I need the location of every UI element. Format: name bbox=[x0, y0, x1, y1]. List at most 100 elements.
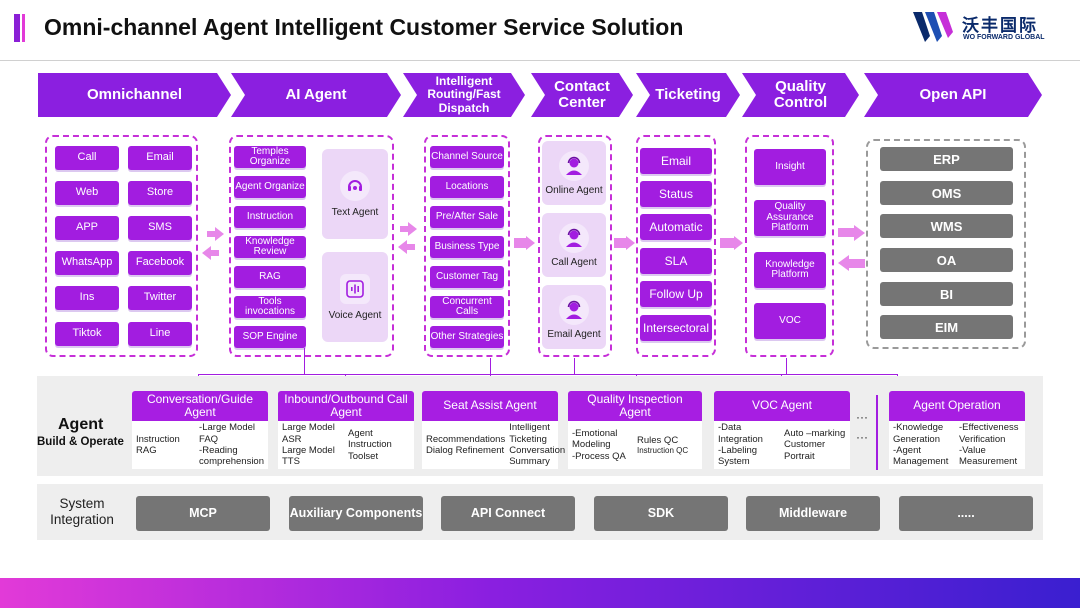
agent-module-title[interactable]: Conversation/Guide Agent bbox=[132, 391, 268, 421]
system-item[interactable]: SDK bbox=[594, 496, 728, 531]
channel-email[interactable]: Email bbox=[128, 146, 192, 170]
connector-line bbox=[304, 348, 305, 374]
ticketing-item[interactable]: Status bbox=[640, 181, 712, 207]
agent-module-title[interactable]: Seat Assist Agent bbox=[422, 391, 558, 421]
ellipsis-text: ··· bbox=[856, 430, 868, 444]
agent-module-column: -Data Integration-Labeling System bbox=[718, 422, 780, 468]
agent-module-feature: -Emotional Modeling bbox=[572, 427, 618, 451]
footer-gradient-bar bbox=[0, 578, 1080, 608]
channel-twitter[interactable]: Twitter bbox=[128, 286, 192, 310]
agent-module-feature: Customer Portrait bbox=[784, 439, 826, 462]
ai-agent-item[interactable]: Instruction bbox=[234, 206, 306, 228]
api-wms[interactable]: WMS bbox=[880, 214, 1013, 238]
text-agent-label: Text Agent bbox=[331, 206, 379, 218]
agent-module-feature: Rules QC bbox=[637, 434, 679, 446]
system-integration-label: System Integration bbox=[50, 496, 114, 527]
quality-item[interactable]: VOC bbox=[754, 303, 826, 339]
api-eim[interactable]: EIM bbox=[880, 315, 1013, 339]
agent-module-title[interactable]: VOC Agent bbox=[714, 391, 850, 421]
system-item[interactable]: Middleware bbox=[746, 496, 880, 531]
channel-call[interactable]: Call bbox=[55, 146, 119, 170]
vertical-divider bbox=[876, 395, 878, 470]
connector-line bbox=[786, 358, 787, 374]
routing-item[interactable]: Pre/After Sale bbox=[430, 206, 504, 228]
arrow-right-icon bbox=[854, 225, 865, 241]
omnichannel-panel bbox=[45, 135, 198, 357]
ticketing-item[interactable]: SLA bbox=[640, 248, 712, 274]
agent-module-title[interactable]: Inbound/Outbound Call Agent bbox=[278, 391, 414, 421]
channel-web[interactable]: Web bbox=[55, 181, 119, 205]
agent-module-feature: -Knowledge Generation bbox=[893, 422, 944, 445]
agent-module-feature: Auto –marking bbox=[784, 427, 846, 439]
agent-module-feature: Agent Instruction Toolset bbox=[348, 427, 392, 462]
arrow-right-icon bbox=[526, 236, 535, 250]
stage-arrow-6: Open API bbox=[864, 73, 1042, 117]
ticketing-item[interactable]: Automatic bbox=[640, 214, 712, 240]
channel-facebook[interactable]: Facebook bbox=[128, 251, 192, 275]
quality-item[interactable]: Knowledge Platform bbox=[754, 252, 826, 288]
stage-arrow-2: Intelligent Routing/Fast Dispatch bbox=[403, 73, 525, 117]
ai-agent-item[interactable]: SOP Engine bbox=[234, 326, 306, 348]
channel-line[interactable]: Line bbox=[128, 322, 192, 346]
logo-mark-icon bbox=[913, 12, 953, 42]
routing-item[interactable]: Concurrent Calls bbox=[430, 296, 504, 318]
ai-agent-item[interactable]: Tools invocations bbox=[234, 296, 306, 318]
agent-module-title[interactable]: Quality Inspection Agent bbox=[568, 391, 702, 421]
agent-module-feature: Recommendations bbox=[426, 433, 506, 445]
channel-whatsapp[interactable]: WhatsApp bbox=[55, 251, 119, 275]
routing-item[interactable]: Channel Source bbox=[430, 146, 504, 168]
contact-center-panel bbox=[538, 135, 612, 357]
agent-module-feature: -Value Measurement bbox=[959, 445, 1018, 468]
routing-item[interactable]: Other Strategies bbox=[430, 326, 504, 348]
channel-tiktok[interactable]: Tiktok bbox=[55, 322, 119, 346]
routing-panel bbox=[424, 135, 510, 357]
arrow-shaft bbox=[407, 244, 415, 250]
api-oms[interactable]: OMS bbox=[880, 181, 1013, 205]
system-item[interactable]: Auxiliary Components bbox=[289, 496, 423, 531]
contact-agent-label: Call Agent bbox=[551, 256, 597, 268]
routing-item[interactable]: Locations bbox=[430, 176, 504, 198]
connector-line bbox=[490, 358, 491, 374]
agent-module-column: -Emotional Modeling-Process QA bbox=[572, 428, 633, 462]
ticketing-panel bbox=[636, 135, 716, 357]
agent-module-feature: Intelligent Ticketing Conversation Summa… bbox=[509, 422, 566, 468]
channel-app[interactable]: APP bbox=[55, 216, 119, 240]
api-oa[interactable]: OA bbox=[880, 248, 1013, 272]
ai-agent-item[interactable]: Agent Organize bbox=[234, 176, 306, 198]
arrow-shaft bbox=[849, 259, 865, 268]
quality-item[interactable]: Quality Assurance Platform bbox=[754, 200, 826, 236]
ticketing-item[interactable]: Intersectoral bbox=[640, 315, 712, 341]
ai-agent-item[interactable]: Temples Organize bbox=[234, 146, 306, 168]
ticketing-item[interactable]: Email bbox=[640, 148, 712, 174]
open-api-panel bbox=[866, 139, 1026, 349]
channel-ins[interactable]: Ins bbox=[55, 286, 119, 310]
quality-panel bbox=[745, 135, 834, 357]
agent-module-feature: RAG bbox=[136, 445, 157, 456]
quality-item[interactable]: Insight bbox=[754, 149, 826, 185]
channel-sms[interactable]: SMS bbox=[128, 216, 192, 240]
system-item[interactable]: ..... bbox=[899, 496, 1033, 531]
ai-agent-item[interactable]: RAG bbox=[234, 266, 306, 288]
system-item[interactable]: API Connect bbox=[441, 496, 575, 531]
routing-item[interactable]: Business Type bbox=[430, 236, 504, 258]
agent-build-sublabel: Build & Operate bbox=[37, 436, 124, 448]
api-erp[interactable]: ERP bbox=[880, 147, 1013, 171]
ticketing-item[interactable]: Follow Up bbox=[640, 281, 712, 307]
agent-module-feature: Instruction bbox=[136, 433, 180, 445]
stage-arrow-0: Omnichannel bbox=[38, 73, 231, 117]
arrow-shaft bbox=[838, 228, 854, 237]
contact-agent-label: Email Agent bbox=[547, 328, 601, 340]
system-item[interactable]: MCP bbox=[136, 496, 270, 531]
channel-store[interactable]: Store bbox=[128, 181, 192, 205]
arrow-left-icon bbox=[202, 246, 211, 260]
api-bi[interactable]: BI bbox=[880, 282, 1013, 306]
connector-line bbox=[198, 374, 898, 375]
agent-module-feature: -Agent Management bbox=[893, 445, 949, 468]
agent-module-title[interactable]: Agent Operation bbox=[889, 391, 1025, 421]
ai-agent-item[interactable]: Knowledge Review bbox=[234, 236, 306, 258]
title-accent-secondary bbox=[22, 14, 25, 42]
routing-item[interactable]: Customer Tag bbox=[430, 266, 504, 288]
